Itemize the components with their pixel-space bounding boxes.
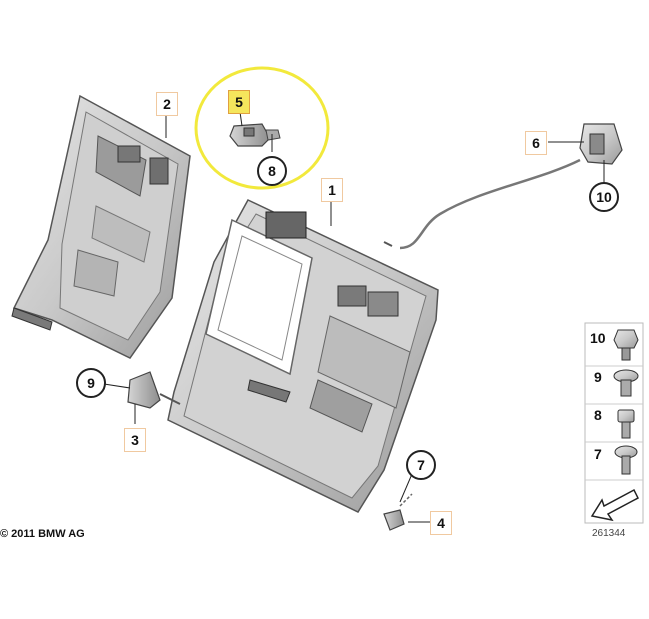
part-1-seat-frame[interactable] [167,199,439,513]
diagram-number: 261344 [592,528,626,539]
legend-item-10[interactable]: 10 [590,330,606,346]
fastener-8-icon [617,409,635,439]
fastener-7-icon [614,445,638,475]
label-part-4[interactable]: 4 [430,511,452,535]
direction-arrow-icon [590,488,639,522]
label-part-1[interactable]: 1 [321,178,343,202]
part-6-release-handle[interactable] [579,123,623,165]
legend-item-9[interactable]: 9 [594,369,602,385]
part-3-hinge-bracket[interactable] [127,371,181,409]
label-part-8[interactable]: 8 [257,156,287,186]
label-part-7[interactable]: 7 [406,450,436,480]
highlight-ellipse [194,66,330,190]
bowden-cable [399,158,581,250]
label-part-3[interactable]: 3 [124,428,146,452]
part-4-latch-plate[interactable] [383,493,413,531]
legend-item-8[interactable]: 8 [594,407,602,423]
label-part-5[interactable]: 5 [228,90,250,114]
label-part-6[interactable]: 6 [525,131,547,155]
copyright-text: © 2011 BMW AG [0,528,85,540]
label-part-9[interactable]: 9 [76,368,106,398]
fastener-9-icon [613,369,639,397]
label-part-2[interactable]: 2 [156,92,178,116]
part-2-backrest-panel[interactable] [11,94,191,359]
fastener-10-icon [613,329,639,361]
part-5-bracket[interactable] [229,123,281,147]
leader-lines [103,111,605,523]
legend-panel [584,322,644,524]
legend-item-7[interactable]: 7 [594,446,602,462]
label-part-10[interactable]: 10 [589,182,619,212]
